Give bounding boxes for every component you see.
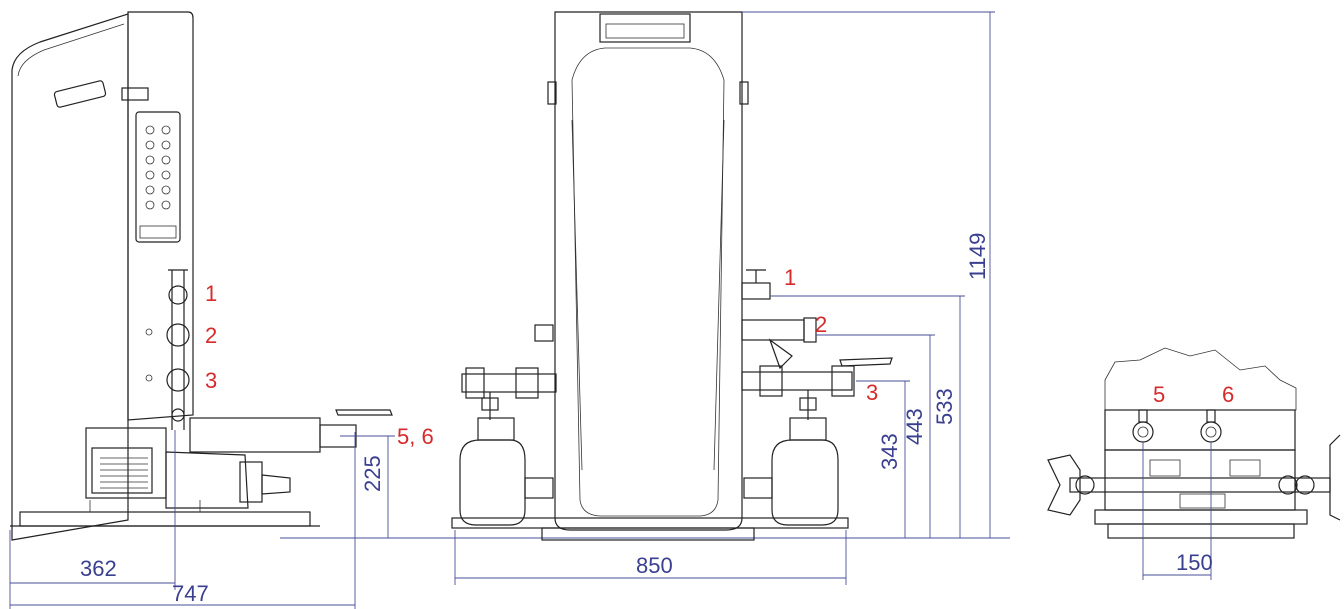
dim-1149: 1149 — [965, 233, 990, 280]
side-dimensions — [9, 430, 1010, 609]
dim-362: 362 — [80, 556, 117, 581]
fuse-grid — [145, 125, 171, 210]
side-callout-5-6: 5, 6 — [397, 424, 434, 449]
front-dimensions — [454, 11, 995, 585]
dim-225: 225 — [360, 455, 385, 492]
bottom-callout-5: 5 — [1153, 382, 1165, 407]
side-view — [10, 11, 393, 541]
front-callout-3: 3 — [866, 380, 878, 405]
side-callout-3: 3 — [205, 368, 217, 393]
dim-747: 747 — [172, 581, 209, 606]
dim-443: 443 — [902, 408, 927, 445]
bottom-view — [1047, 347, 1341, 539]
side-callout-2: 2 — [205, 323, 217, 348]
dim-850: 850 — [636, 553, 673, 578]
front-view — [451, 11, 893, 541]
side-callout-1: 1 — [205, 281, 217, 306]
bottom-dimensions — [1142, 442, 1212, 580]
dim-150: 150 — [1176, 550, 1213, 575]
front-callout-1: 1 — [784, 265, 796, 290]
dim-343: 343 — [877, 433, 902, 470]
bottom-callout-6: 6 — [1222, 382, 1234, 407]
front-callout-2: 2 — [815, 312, 827, 337]
dim-533: 533 — [932, 388, 957, 425]
